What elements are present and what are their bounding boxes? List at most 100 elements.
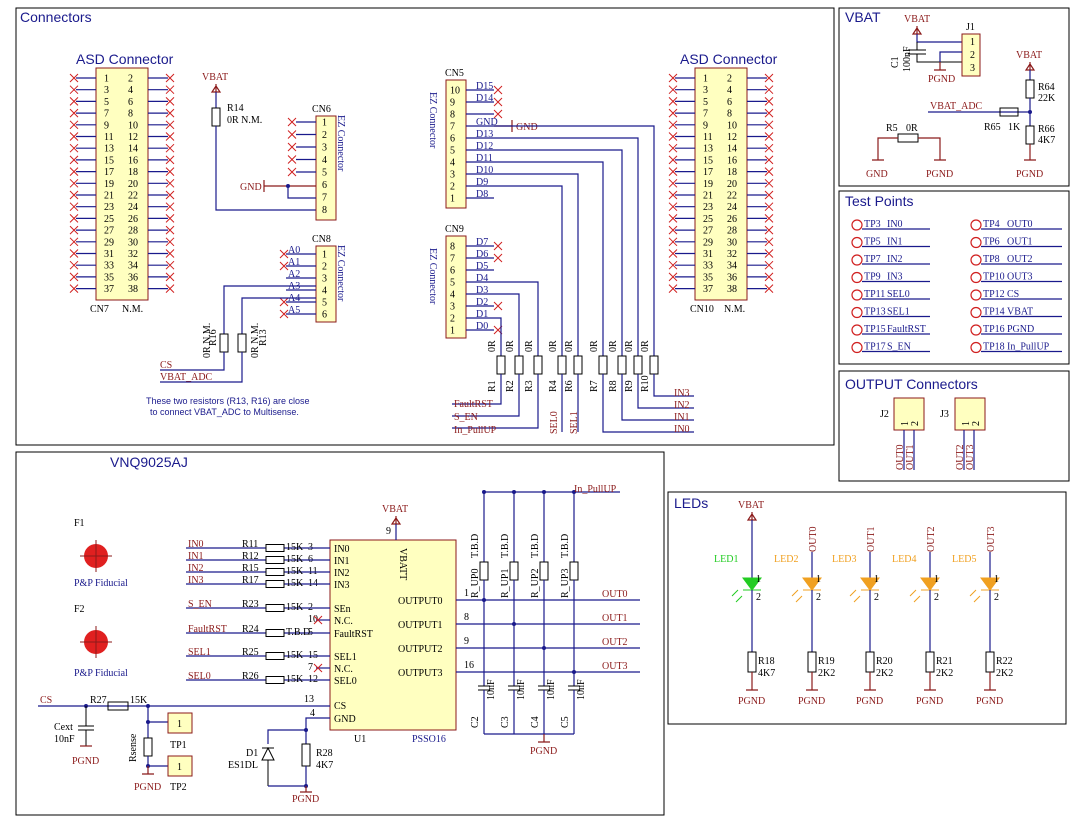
cn8-pin-number: 6 — [322, 310, 327, 321]
cn6-pin-number: 2 — [322, 130, 327, 141]
no-connect-mark — [69, 214, 79, 223]
asd-pin-odd: 37 — [104, 284, 114, 295]
asd-pin-odd: 25 — [104, 214, 114, 225]
test-point-net: CS — [1007, 289, 1019, 300]
test-point-net: VBAT — [1007, 307, 1033, 318]
test-point-ref: TP15 — [864, 324, 886, 335]
in-pullup-net: In_PullUP — [574, 484, 617, 495]
bank-resistor — [633, 355, 643, 375]
u1-input-resistor — [265, 544, 285, 552]
asd-pin-odd: 1 — [104, 74, 109, 85]
no-connect-mark — [165, 97, 175, 106]
u1-package: PSSO16 — [412, 734, 446, 745]
r5-value: 0R — [906, 123, 918, 134]
asd-pin-odd: 21 — [703, 191, 713, 202]
no-connect-mark — [165, 73, 175, 83]
asd-pin-even: 28 — [727, 226, 737, 237]
asd-pin-even: 10 — [128, 120, 138, 131]
u1-input-name: SEn — [334, 604, 351, 615]
no-connect-mark — [287, 142, 297, 152]
asd-pin-odd: 15 — [104, 155, 114, 166]
r13-resistor — [237, 333, 247, 353]
asd-pin-odd: 23 — [703, 202, 713, 213]
r65-resistor — [999, 107, 1019, 117]
no-connect-mark — [668, 108, 678, 118]
asd-pin-even: 10 — [727, 120, 737, 131]
output-connectors-frame — [838, 370, 1070, 482]
asd-pin-even: 18 — [128, 167, 138, 178]
cn9-pin-label: D1 — [476, 309, 488, 320]
junction — [146, 720, 150, 724]
bank-route-wire — [494, 281, 539, 356]
cn5-pin-number: 1 — [450, 194, 455, 205]
no-connect-mark — [764, 178, 774, 188]
cn9-pin-label: D0 — [476, 321, 488, 332]
bank-route-wire — [494, 125, 655, 356]
pgnd-symbol — [864, 672, 876, 691]
no-connect-mark — [668, 225, 678, 235]
asd-pin-odd: 35 — [104, 272, 114, 283]
bank-resistor-ref: R8 — [608, 380, 619, 392]
asd-pin-odd: 31 — [104, 249, 114, 260]
no-connect-mark — [287, 155, 297, 164]
cn5-pin-number: 5 — [450, 146, 455, 157]
no-connect-mark — [165, 178, 175, 188]
asd-right-body — [694, 67, 748, 301]
led-pin1: 1 — [756, 574, 761, 585]
r14-vbat: VBAT — [202, 72, 228, 83]
cn9-ref: CN9 — [445, 224, 464, 235]
test-point-net: OUT3 — [1007, 272, 1033, 283]
u1-input-ref: R23 — [242, 599, 259, 610]
junction — [286, 184, 290, 188]
test-point-ref: TP12 — [983, 289, 1005, 300]
asd-pin-odd: 3 — [703, 85, 708, 96]
u1-input-resistor — [265, 568, 285, 576]
pullup-value: T.B.D — [500, 534, 511, 558]
u1-output-pin: 1 — [464, 588, 469, 599]
cn5-pin-label: GND — [476, 117, 498, 128]
j3-pin2: 2 — [971, 421, 982, 426]
vbat-arrow — [390, 516, 402, 525]
u1-vbatt-label: VBATT — [397, 548, 408, 580]
bank-resistor-ref: R1 — [487, 380, 498, 392]
no-connect-mark — [287, 167, 297, 177]
cn5-pin-label: D12 — [476, 141, 493, 152]
u1-input-resistor — [265, 604, 285, 612]
r66-resistor — [1025, 125, 1035, 145]
no-connect-mark — [764, 225, 774, 235]
test-point-ref: TP14 — [983, 307, 1005, 318]
test-point-pad — [970, 219, 982, 231]
led-net: OUT0 — [808, 526, 819, 552]
j2-net-out0: OUT0 — [895, 444, 906, 470]
pgnd-symbol — [538, 734, 550, 743]
pgnd-symbol — [1024, 144, 1036, 161]
wire — [160, 352, 243, 383]
cn5-ref: CN5 — [445, 68, 464, 79]
led-resistor — [985, 651, 995, 673]
asd-pin-odd: 33 — [703, 261, 713, 272]
bank-out-wire — [602, 374, 694, 433]
cap-value: 10nF — [576, 679, 587, 700]
asd-left-nm: N.M. — [122, 304, 143, 315]
vbat-box-gnd: GND — [866, 169, 888, 180]
asd-left-title: ASD Connector — [76, 51, 174, 67]
asd-pin-even: 28 — [128, 226, 138, 237]
cn5-gnd-label: GND — [516, 122, 538, 133]
no-connect-mark — [668, 249, 678, 258]
cn9-label: EZ Connector — [427, 248, 438, 305]
u1-input-ref: R17 — [242, 575, 259, 586]
no-connect-mark — [668, 132, 678, 141]
bank-resistor — [557, 355, 567, 375]
note-line2: to connect VBAT_ADC to Multisense. — [150, 407, 299, 417]
asd-pin-even: 6 — [727, 97, 732, 108]
led-ref: LED4 — [892, 554, 916, 565]
vbat-arrow — [911, 26, 923, 35]
tp2-pin: 1 — [177, 762, 182, 773]
asd-pin-even: 8 — [128, 109, 133, 120]
test-point-pad — [851, 271, 863, 284]
led-pgnd: PGND — [976, 696, 1003, 707]
pullup-resistor — [569, 561, 579, 581]
net-cs: CS — [160, 360, 172, 371]
u1-input-name: IN0 — [334, 544, 350, 555]
asd-pin-odd: 19 — [703, 179, 713, 190]
